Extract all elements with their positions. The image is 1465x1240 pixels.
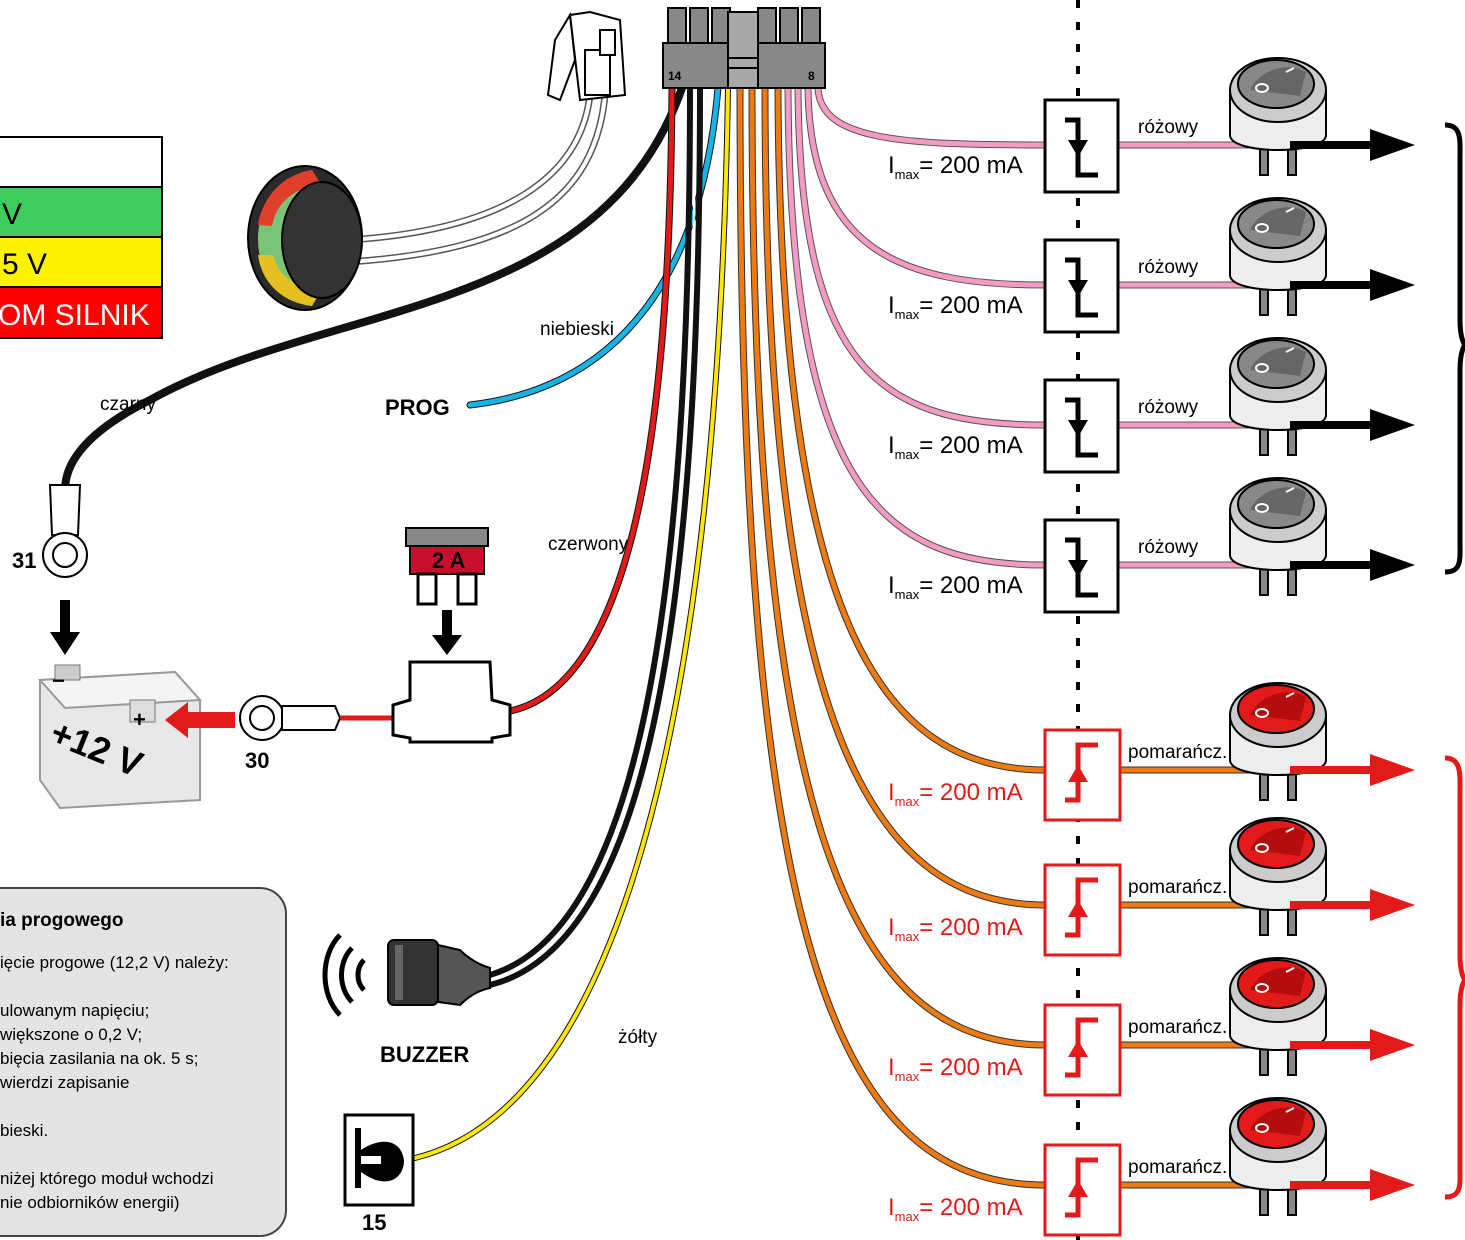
note-line: niżej którego moduł wchodzi — [0, 1169, 214, 1188]
output-orange-4: Imax= 200 mA pomarańcz. — [888, 1097, 1415, 1237]
arrow-right-icon — [1290, 129, 1415, 161]
rocker-switch-icon — [1229, 197, 1327, 316]
arrow-right-icon — [1290, 1029, 1415, 1061]
note-line: bieski. — [0, 1121, 48, 1140]
output-pink-1: Imax= 200 mA różowy — [888, 57, 1415, 194]
wire-label-orange: pomarańcz. — [1128, 877, 1227, 898]
arrow-down-icon — [50, 600, 80, 655]
ignition-icon: 15 — [343, 1113, 415, 1235]
prog-label: PROG — [385, 395, 450, 420]
imax-label: Imax= 200 mA — [888, 572, 1023, 602]
rocker-switch-icon — [1229, 337, 1327, 456]
note-line: nie odbiorników energii) — [0, 1193, 180, 1212]
output-orange-1: Imax= 200 mA pomarańcz. — [888, 682, 1415, 822]
brace-black — [1444, 122, 1465, 575]
wire-black — [61, 84, 686, 494]
imax-label: Imax= 200 mA — [888, 914, 1023, 944]
buzzer-label: BUZZER — [380, 1042, 469, 1067]
arrow-right-icon — [1290, 1169, 1415, 1201]
imax-label: Imax= 200 mA — [888, 292, 1023, 322]
output-orange-3: Imax= 200 mA pomarańcz. — [888, 957, 1415, 1097]
wire-label-orange: pomarańcz. — [1128, 742, 1227, 763]
arrow-right-icon — [1290, 409, 1415, 441]
arrow-right-icon — [1290, 754, 1415, 786]
output-pink-4: Imax= 200 mA różowy — [888, 477, 1415, 614]
arrow-right-icon — [1290, 269, 1415, 301]
battery-icon: − + +12 V — [37, 664, 203, 810]
clip-connector-icon — [546, 10, 627, 102]
arrow-right-icon — [1290, 549, 1415, 581]
wire-label-orange: pomarańcz. — [1128, 1017, 1227, 1038]
imax-label: Imax= 200 mA — [888, 152, 1023, 182]
imax-label: Imax= 200 mA — [888, 432, 1023, 462]
terminal-30-label: 30 — [245, 748, 269, 773]
wiring — [61, 84, 1266, 1189]
wire-label-black: czarny — [100, 394, 156, 415]
voltage-row-2: V — [2, 198, 22, 231]
wire-red — [501, 84, 676, 716]
output-pink-2: Imax= 200 mA różowy — [888, 197, 1415, 334]
imax-label: Imax= 200 mA — [888, 1054, 1023, 1084]
imax-label: Imax= 200 mA — [888, 1194, 1023, 1224]
output-orange-2: Imax= 200 mA pomarańcz. — [888, 817, 1415, 957]
wire-label-pink: różowy — [1138, 117, 1199, 138]
led-indicator-icon — [247, 165, 363, 311]
wire-label-pink: różowy — [1138, 397, 1199, 418]
note-line: ięcie progowe (12,2 V) należy: — [0, 953, 229, 972]
rocker-switch-icon — [1229, 477, 1327, 596]
wire-label-blue: niebieski — [540, 319, 614, 340]
pin-8-label: 8 — [808, 69, 815, 83]
wire-label-red: czerwony — [548, 534, 629, 555]
fuse-icon: 2 A — [391, 527, 512, 744]
voltage-row-4: OM SILNIK — [0, 299, 150, 332]
note-line: bięcia zasilania na ok. 5 s; — [0, 1049, 198, 1068]
arrow-right-icon — [1290, 889, 1415, 921]
voltage-table: V 5 V OM SILNIK — [0, 136, 163, 339]
terminal-31-label: 31 — [12, 548, 36, 573]
buzzer-icon: BUZZER — [322, 933, 491, 1067]
pin-14-label: 14 — [668, 69, 682, 83]
wire-label-pink: różowy — [1138, 537, 1199, 558]
info-note: ia progowego ięcie progowe (12,2 V) nale… — [0, 887, 287, 1237]
rocker-switch-icon — [1229, 1097, 1327, 1216]
arrow-left-icon — [165, 702, 235, 738]
fuse-rating: 2 A — [432, 548, 466, 573]
terminal-15-label: 15 — [362, 1210, 386, 1235]
connector: 14 8 — [662, 7, 826, 89]
battery-minus: − — [52, 668, 65, 693]
note-line: ulowanym napięciu; — [0, 1001, 149, 1020]
wire-label-orange: pomarańcz. — [1128, 1157, 1227, 1178]
wire-label-pink: różowy — [1138, 257, 1199, 278]
rocker-switch-icon — [1229, 817, 1327, 936]
rocker-switch-icon — [1229, 57, 1327, 176]
note-title: ia progowego — [0, 910, 124, 931]
positive-terminal: 30 — [239, 695, 400, 773]
rocker-switch-icon — [1229, 682, 1327, 801]
output-pink-3: Imax= 200 mA różowy — [888, 337, 1415, 474]
rocker-switch-icon — [1229, 957, 1327, 1076]
battery-plus: + — [133, 707, 146, 732]
brace-red — [1444, 755, 1465, 1200]
pink-wires — [784, 84, 1266, 569]
note-line: większone o 0,2 V; — [0, 1025, 142, 1044]
imax-label: Imax= 200 mA — [888, 779, 1023, 809]
note-line: wierdzi zapisanie — [0, 1073, 129, 1092]
wire-label-yellow: żółty — [618, 1027, 658, 1048]
ground-terminal: 31 — [12, 484, 88, 655]
voltage-row-3: 5 V — [2, 248, 47, 281]
